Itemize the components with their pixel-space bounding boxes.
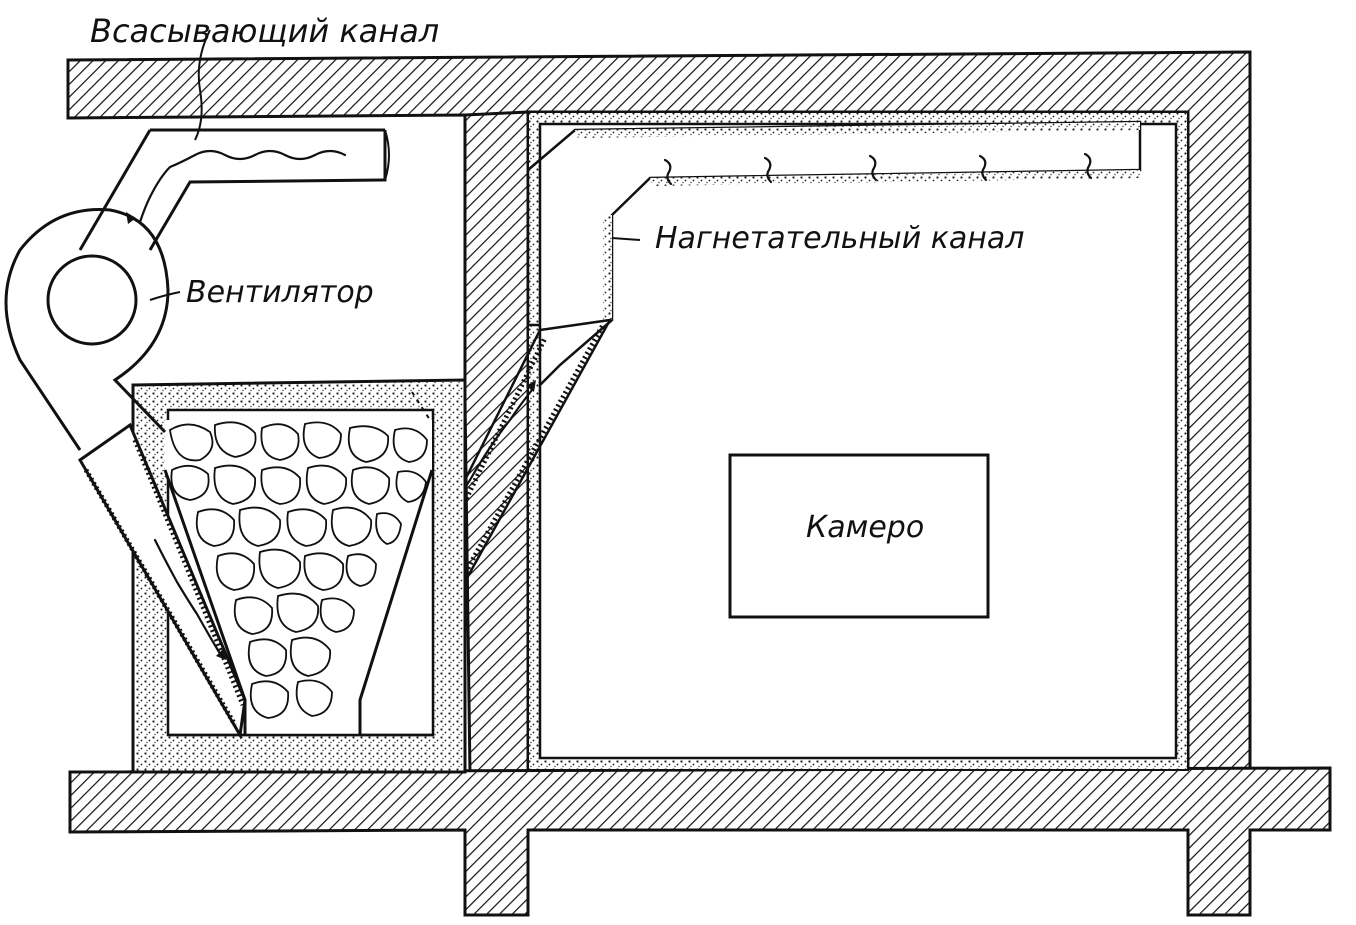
chamber [728,453,990,619]
chamber-lining [527,111,1189,771]
fan-rotor [46,254,138,346]
building-walls [66,50,1332,917]
labels: Всасывающий канал Вентилятор Нагнетатель… [90,12,1024,545]
ice-chunks [169,421,428,719]
fan-label: Вентилятор [186,275,374,310]
chamber-box [728,453,990,619]
floor-slab [68,766,1332,917]
suction-channel [78,29,390,251]
fan-outlet-duct [78,391,431,740]
central-wall [463,110,530,777]
chamber-label: Камеро [806,510,924,545]
pressure-channel [353,120,1142,738]
suction-channel-label: Всасывающий канал [90,12,439,50]
pressure-channel-label: Нагнетательный канал [655,221,1024,256]
duct-outlets [663,152,1093,186]
fan [4,208,181,451]
